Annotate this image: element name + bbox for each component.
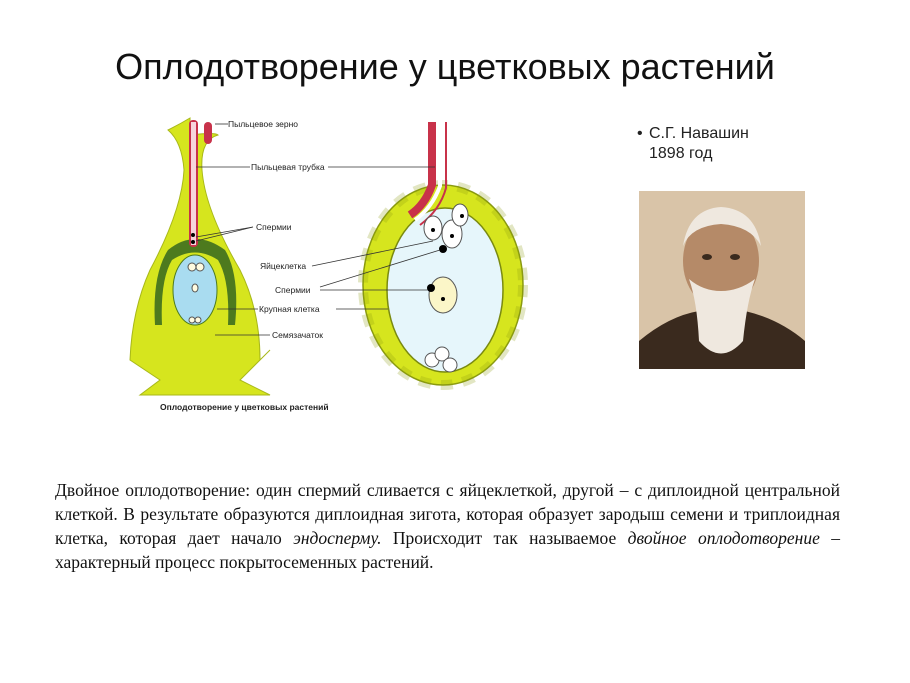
diagram-caption: Оплодотворение у цветковых растений	[160, 402, 329, 412]
pistil-illustration	[129, 117, 271, 396]
label-sperm-left: Спермии	[256, 222, 292, 232]
body-text-1: Двойное оплодотворение: один спермий сли…	[55, 480, 840, 548]
scientist-year: 1898 год	[649, 145, 713, 162]
bullet-dot: •	[637, 125, 643, 142]
scientist-bullet: • С.Г. Навашин 1898 год	[637, 124, 749, 164]
label-large-cell: Крупная клетка	[259, 304, 320, 314]
body-text-3: – характерный процесс покрытосеменных ра…	[55, 528, 841, 572]
label-egg-cell: Яйцеклетка	[260, 261, 306, 271]
body-text-2: Происходит так называемое	[381, 528, 628, 548]
scientist-portrait	[639, 191, 805, 369]
scientist-name: С.Г. Навашин	[649, 125, 749, 142]
slide-title: Оплодотворение у цветковых растений	[115, 46, 775, 87]
label-pollen-grain: Пыльцевое зерно	[228, 119, 298, 129]
label-pollen-tube: Пыльцевая трубка	[251, 162, 325, 172]
term-double-fertilization: двойное оплодотворение	[627, 528, 820, 548]
term-endosperm: эндосперму.	[293, 528, 382, 548]
embryo-sac-illustration	[358, 122, 528, 390]
label-sperm-right: Спермии	[275, 285, 311, 295]
body-paragraph: Двойное оплодотворение: один спермий сли…	[55, 478, 840, 574]
fertilization-diagram: Пыльцевое зерно Пыльцевая трубка Спермии…	[129, 117, 528, 412]
label-ovule: Семязачаток	[272, 330, 323, 340]
